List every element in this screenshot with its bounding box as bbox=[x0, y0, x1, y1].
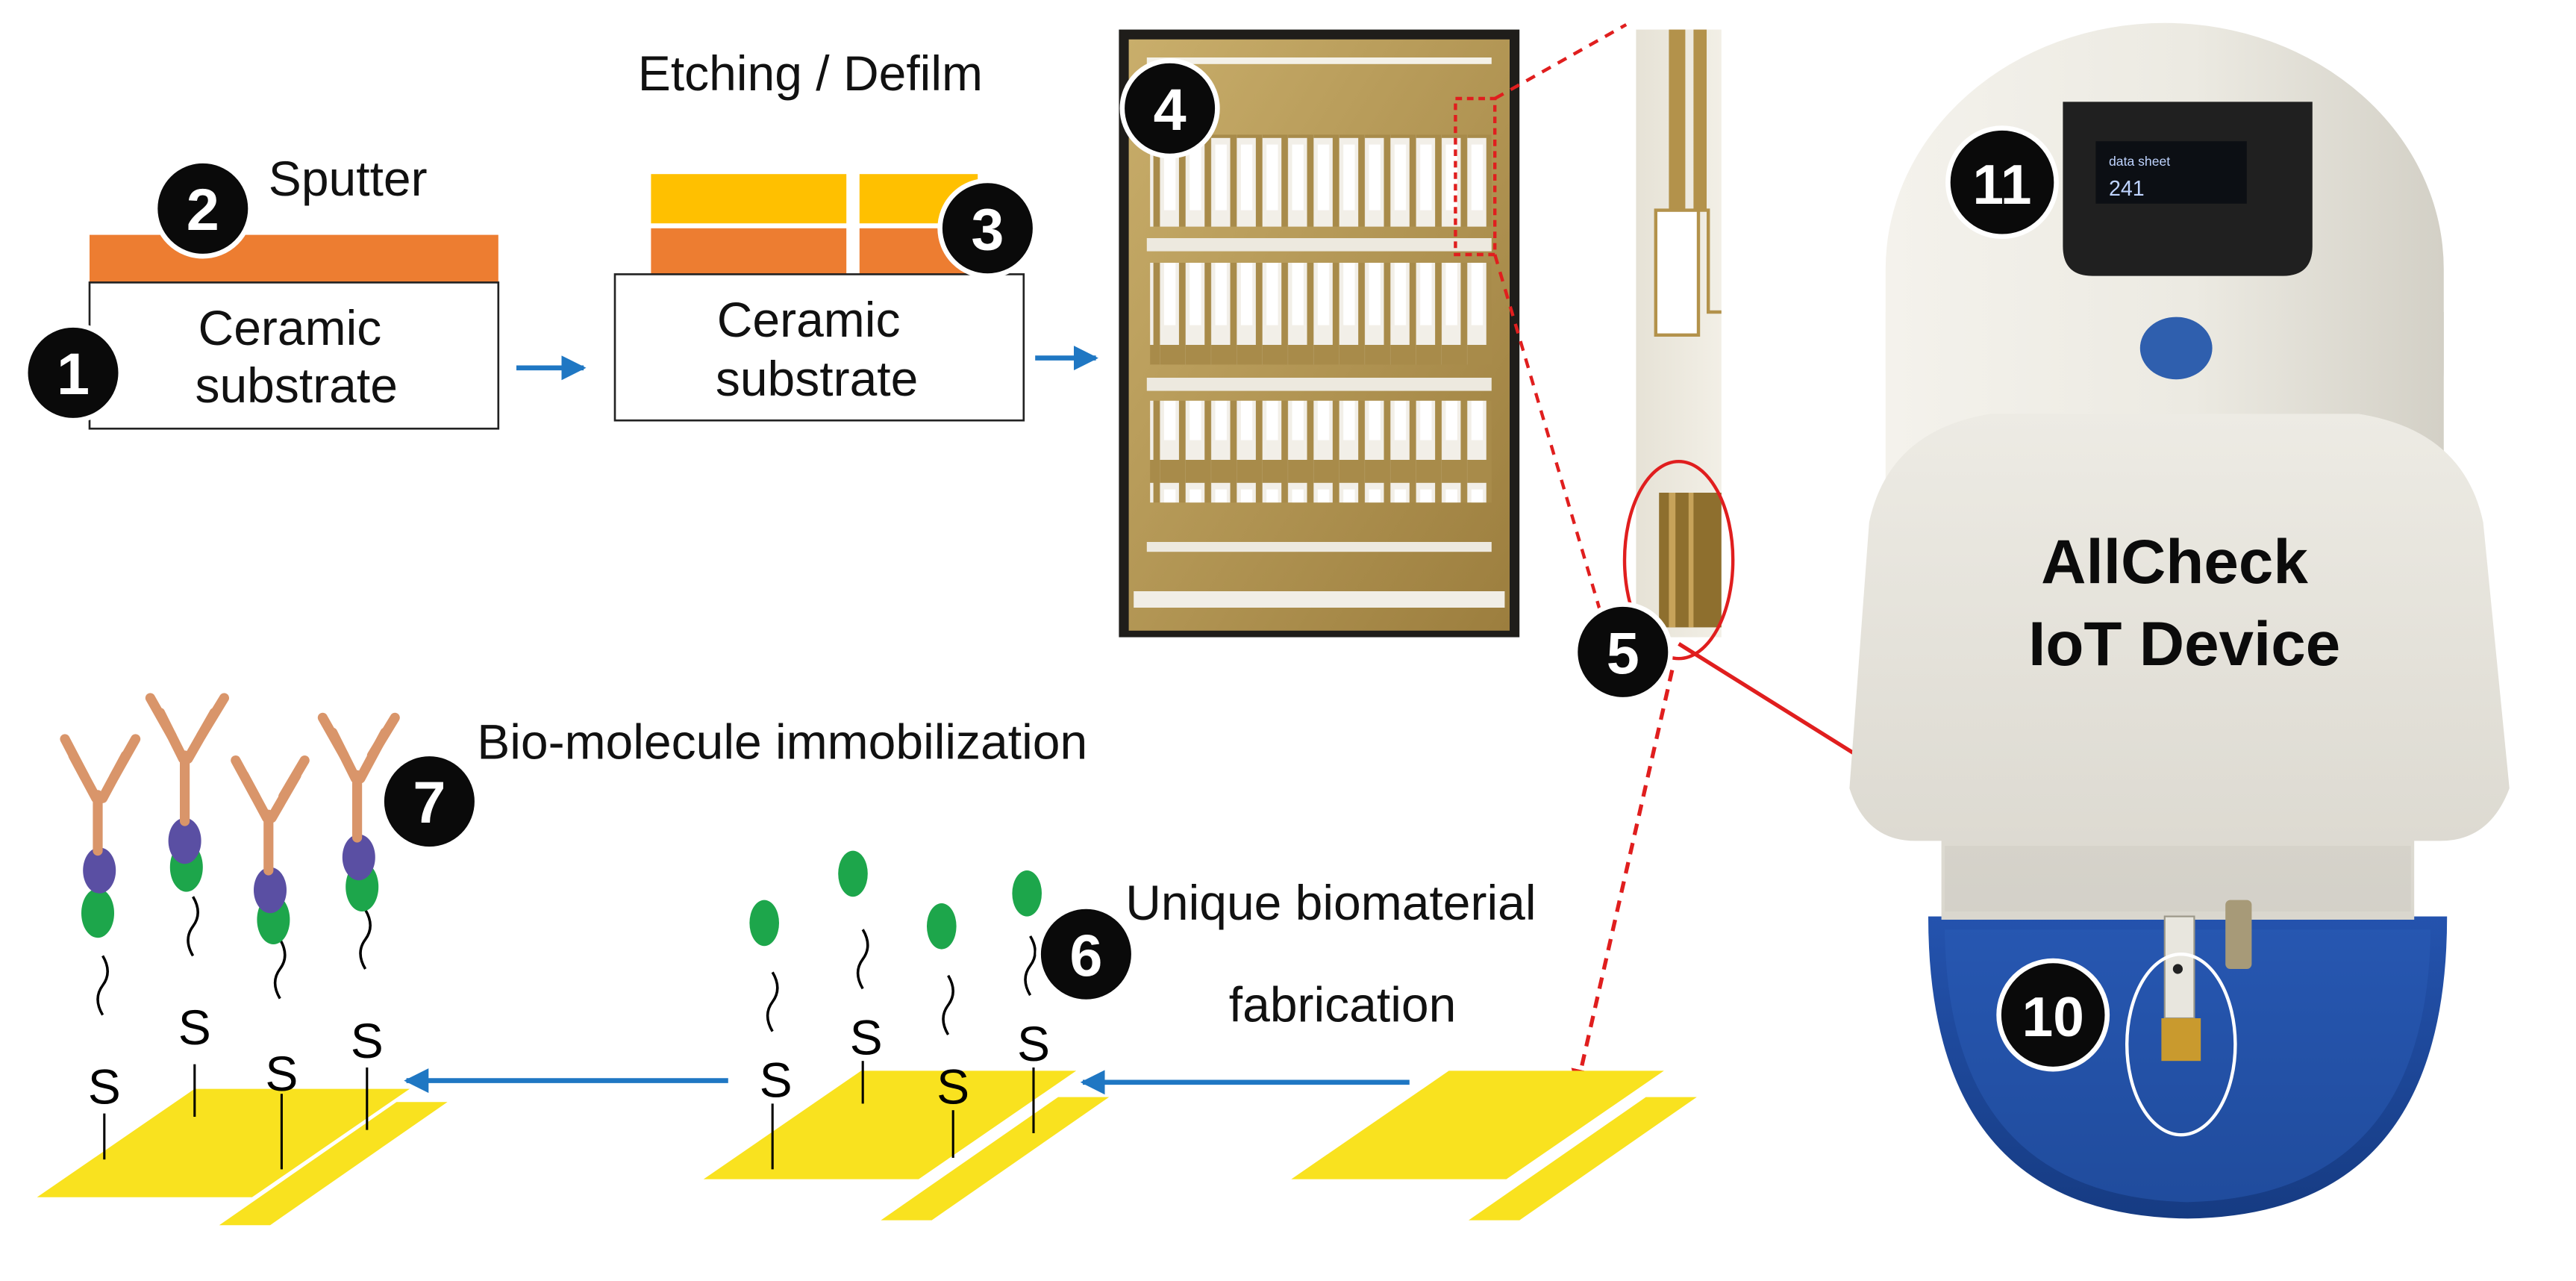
oled-line-1: data sheet bbox=[2109, 154, 2170, 169]
zoom-line-bottom bbox=[1493, 254, 1604, 617]
svg-text:4: 4 bbox=[1154, 76, 1187, 143]
svg-text:2: 2 bbox=[187, 176, 219, 243]
device-name-line2: IoT Device bbox=[2028, 608, 2340, 679]
svg-text:5: 5 bbox=[1607, 620, 1639, 686]
copper-layer-left bbox=[651, 228, 847, 275]
oled-screen bbox=[2095, 141, 2247, 204]
step-badge-3: 3 bbox=[937, 178, 1038, 278]
strip-highlight-circle bbox=[2125, 953, 2237, 1137]
svg-text:10: 10 bbox=[2022, 985, 2084, 1048]
svg-text:7: 7 bbox=[413, 769, 446, 835]
svg-text:S: S bbox=[88, 1059, 121, 1114]
svg-text:6: 6 bbox=[1069, 922, 1102, 988]
antibody-probe: S bbox=[317, 712, 400, 1130]
antibody-probe: S bbox=[231, 755, 310, 1170]
svg-text:S: S bbox=[265, 1046, 298, 1101]
svg-text:11: 11 bbox=[1972, 153, 2031, 216]
device-name-line1: AllCheck bbox=[2041, 526, 2308, 596]
strip-to-electrode-arrow bbox=[1571, 670, 1675, 1089]
etching-label: Etching / Defilm bbox=[638, 46, 983, 101]
zoom-line-top bbox=[1494, 23, 1628, 100]
strip-electrode-circle bbox=[1622, 460, 1735, 661]
wafer-zoom-box bbox=[1454, 96, 1497, 257]
sputtered-copper-layer bbox=[90, 234, 498, 283]
step-badge-1: 1 bbox=[22, 322, 124, 423]
fabricated-electrode: S S S S bbox=[703, 850, 1110, 1221]
linker-molecule: S bbox=[749, 900, 793, 1170]
gold-film-left bbox=[651, 174, 847, 224]
svg-text:3: 3 bbox=[971, 196, 1004, 262]
svg-text:S: S bbox=[850, 1009, 883, 1065]
svg-text:1: 1 bbox=[57, 340, 90, 407]
substrate2-label-line1: Ceramic bbox=[717, 292, 901, 347]
svg-text:S: S bbox=[351, 1013, 384, 1068]
biomaterial-label-line2: fabrication bbox=[1229, 976, 1457, 1032]
ceramic-substrate-2 bbox=[613, 273, 1025, 422]
step-badge-6: 6 bbox=[1036, 904, 1137, 1005]
antibody-probe: S bbox=[60, 734, 141, 1160]
device-hood bbox=[1849, 414, 2510, 920]
linker-molecule: S bbox=[1012, 870, 1050, 1134]
allcheck-device-photo: data sheet 241 AllCheck IoT Device bbox=[1849, 22, 2510, 1219]
etching-stage: Etching / Defilm Ceramic substrate bbox=[613, 46, 1025, 422]
sputter-label: Sputter bbox=[269, 151, 428, 206]
inserted-strip-electrode bbox=[2161, 1018, 2201, 1062]
linker-molecule: S bbox=[838, 850, 883, 1104]
linker-molecule: S bbox=[927, 903, 969, 1159]
single-electrode-strip-photo bbox=[1622, 29, 1735, 661]
device-power-button bbox=[2139, 317, 2213, 380]
biomaterial-label-line1: Unique biomaterial bbox=[1125, 875, 1536, 930]
step-badge-7: 7 bbox=[379, 751, 480, 852]
bare-electrode bbox=[1291, 1070, 1697, 1221]
ceramic-substrate-1 bbox=[88, 281, 500, 430]
substrate-label-line2: substrate bbox=[195, 358, 397, 413]
step-badge-5: 5 bbox=[1572, 602, 1673, 702]
step-badge-10: 10 bbox=[1996, 958, 2110, 1072]
oled-line-2: 241 bbox=[2109, 177, 2145, 201]
svg-text:S: S bbox=[937, 1059, 969, 1114]
svg-text:S: S bbox=[760, 1053, 793, 1108]
immobilized-electrode: S S S bbox=[37, 693, 448, 1226]
step-badge-2: 2 bbox=[152, 158, 253, 259]
svg-text:S: S bbox=[178, 1000, 211, 1055]
substrate-label-line1: Ceramic bbox=[198, 300, 382, 355]
antibody-probe: S bbox=[145, 693, 229, 1118]
sputter-stage: Ceramic substrate Sputter bbox=[88, 151, 500, 430]
svg-text:S: S bbox=[1017, 1016, 1050, 1071]
step-badge-11: 11 bbox=[1945, 125, 2059, 240]
step-badge-4: 4 bbox=[1119, 58, 1220, 159]
substrate2-label-line2: substrate bbox=[716, 351, 918, 406]
device-port bbox=[2225, 900, 2252, 969]
immobilization-label: Bio-molecule immobilization bbox=[477, 714, 1087, 769]
